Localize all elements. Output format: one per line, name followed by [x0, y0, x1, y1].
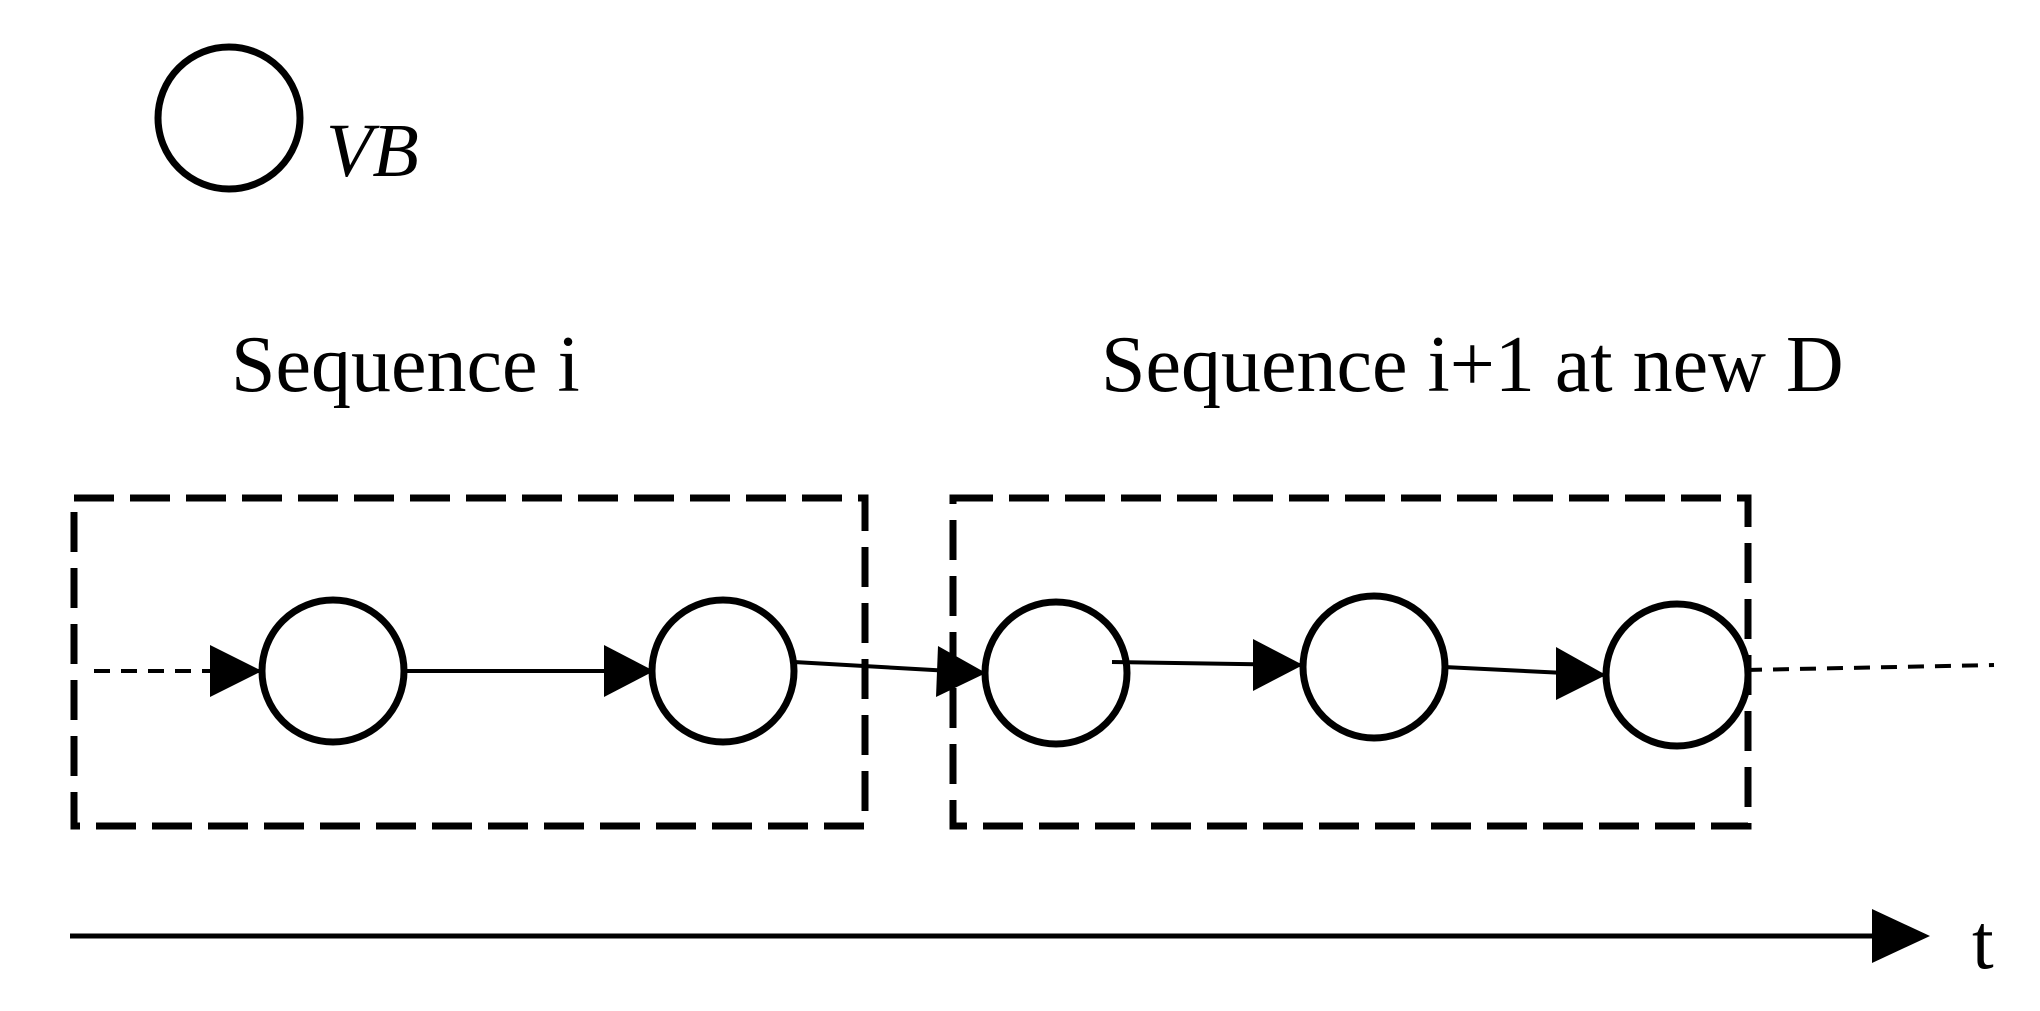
- arrowhead-node-5: [1556, 647, 1606, 700]
- arrowhead-node-3: [936, 646, 986, 697]
- arrowhead-node-4: [1253, 639, 1303, 691]
- node-3: [981, 598, 1131, 748]
- node-1: [258, 596, 408, 746]
- sequence-i-title: Sequence i: [231, 321, 580, 409]
- legend-label: VB: [326, 109, 419, 193]
- time-axis-arrowhead: [1872, 909, 1930, 963]
- sequence-i-box: [70, 494, 869, 830]
- sequence-i-plus-1-title: Sequence i+1 at new D: [1101, 321, 1844, 409]
- node-4: [1299, 592, 1449, 742]
- outgoing-dashed-edge: [1745, 663, 1995, 672]
- node-2: [648, 596, 798, 746]
- node-5: [1602, 600, 1752, 750]
- time-axis-label: t: [1972, 898, 1994, 985]
- incoming-arrowhead: [210, 645, 262, 697]
- arrowhead-node-2: [604, 645, 654, 697]
- legend-node-icon: [154, 43, 304, 193]
